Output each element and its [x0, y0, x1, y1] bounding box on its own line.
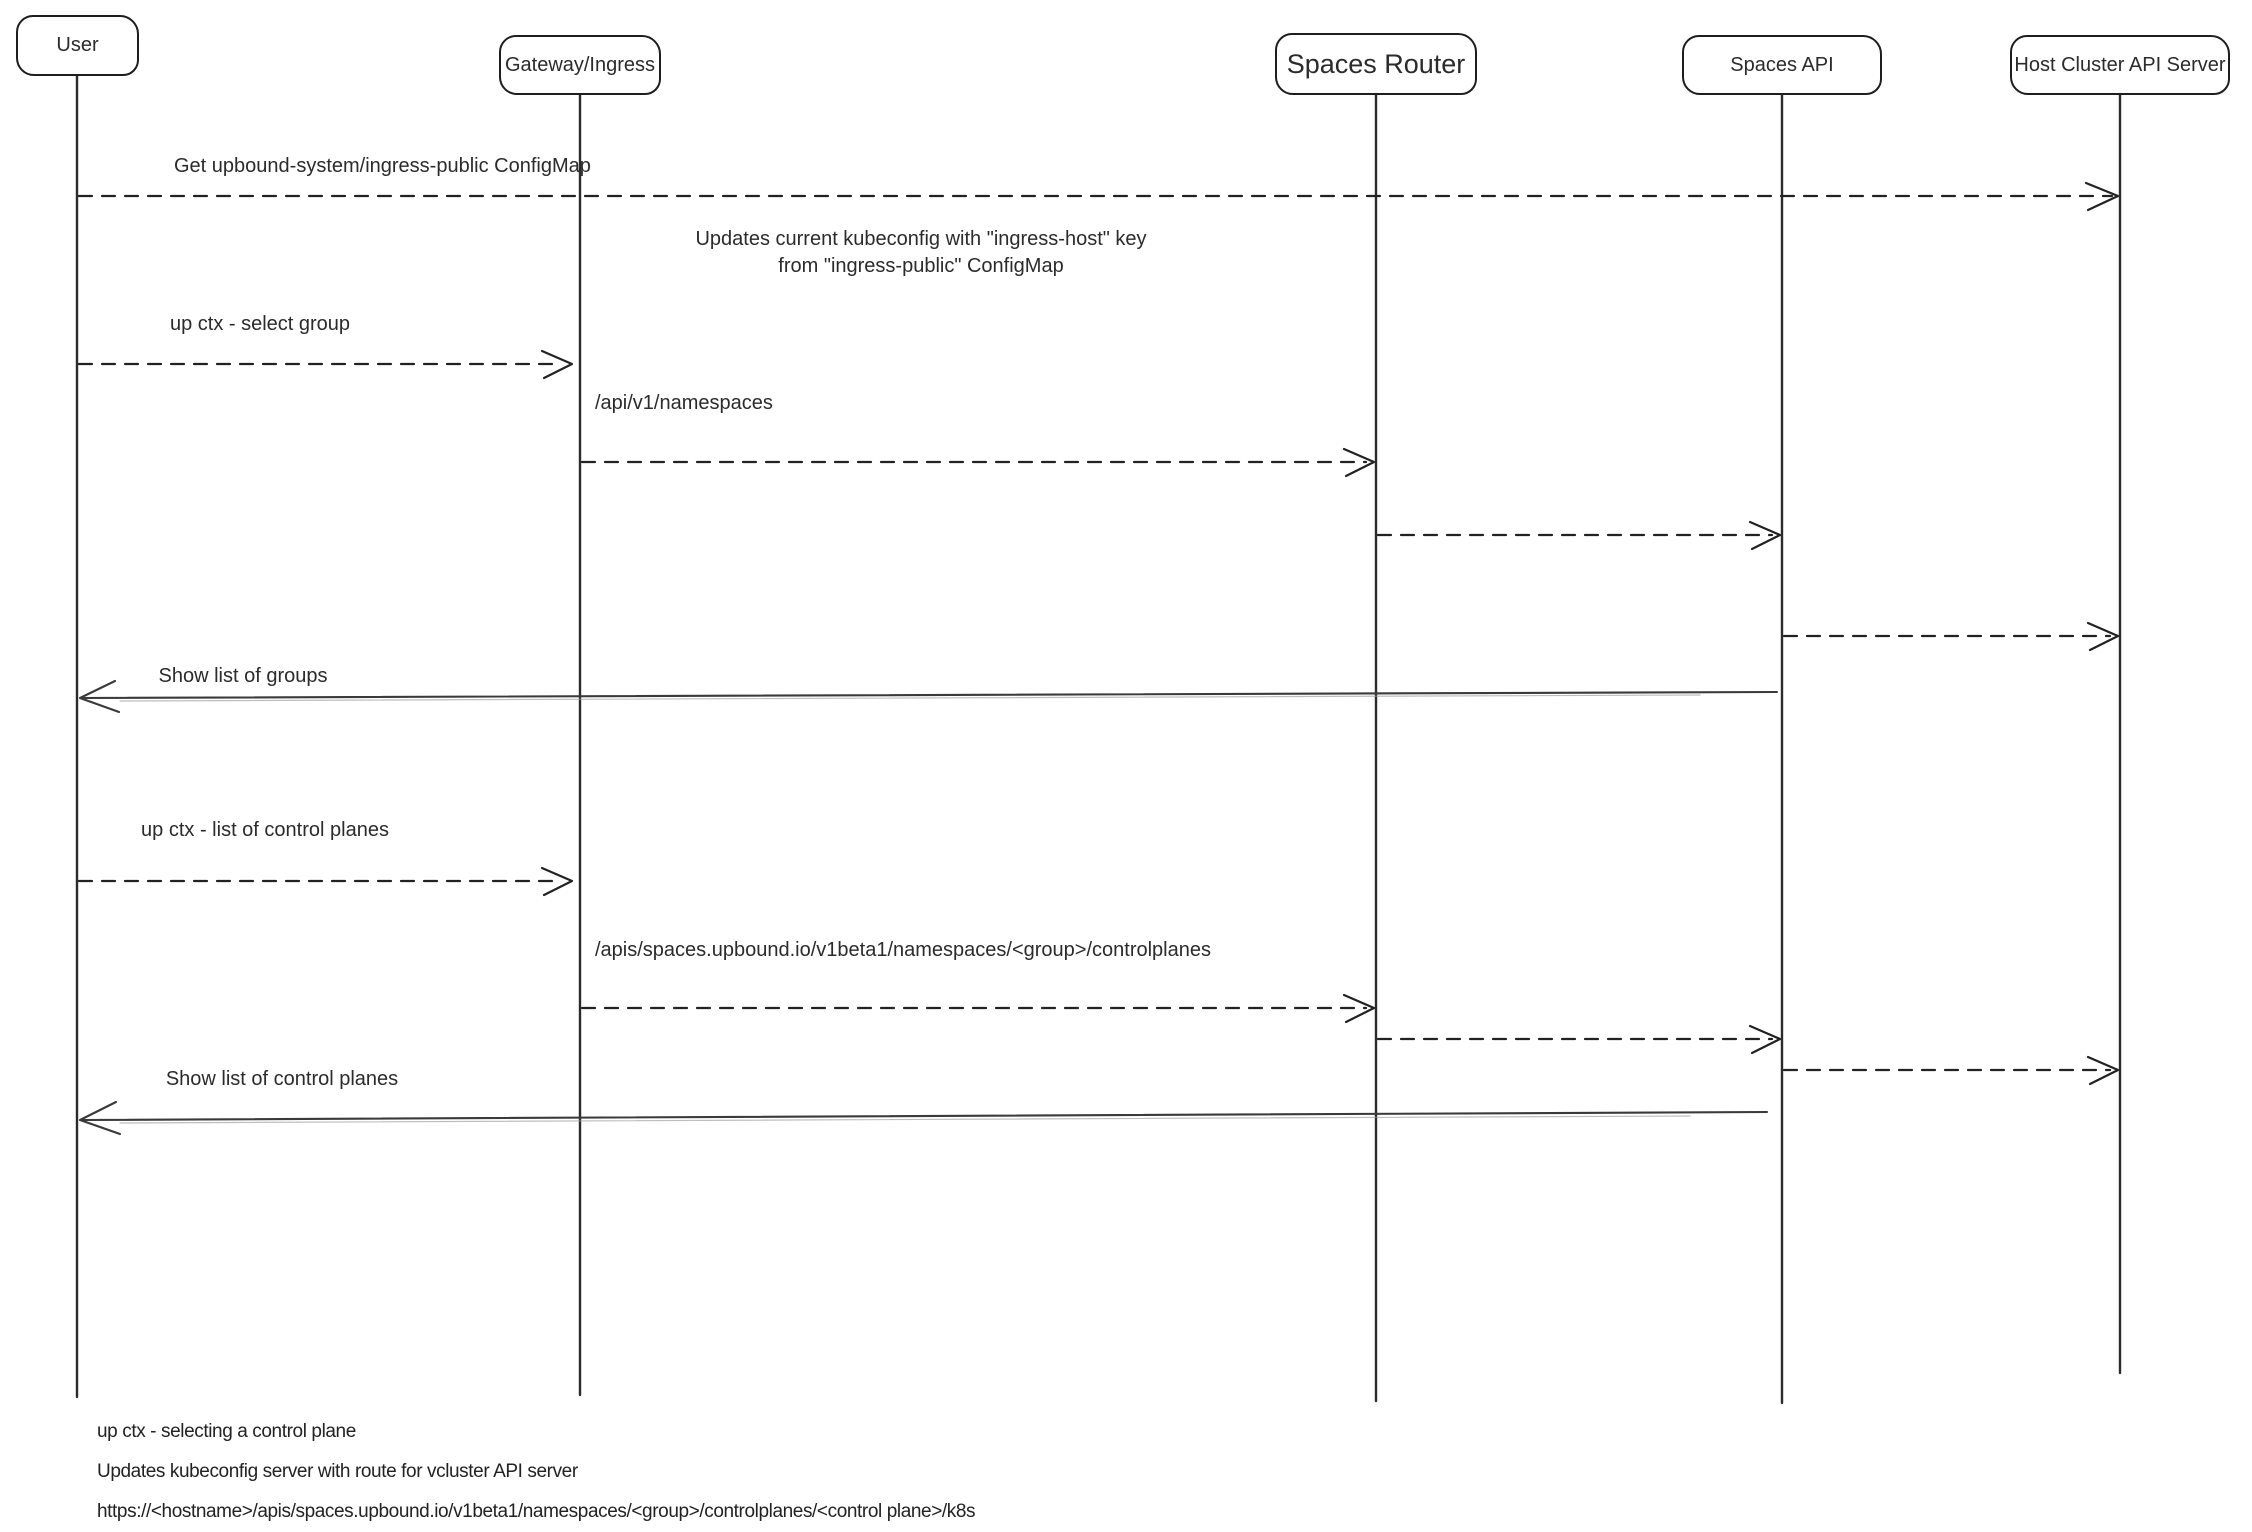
- actor-gateway: Gateway/Ingress: [499, 35, 661, 95]
- actor-host-cluster-label: Host Cluster API Server: [2014, 53, 2226, 76]
- arrow-select-group: [77, 349, 574, 380]
- arrow-router-to-api-2: [1376, 1024, 1782, 1055]
- arrow-list-control-planes: [77, 866, 574, 897]
- message-label-show-groups: Show list of groups: [158, 665, 328, 687]
- actor-host-cluster: Host Cluster API Server: [2010, 35, 2230, 95]
- footer-note-updates-kubeconfig: Updates kubeconfig server with route for…: [97, 1461, 578, 1482]
- actor-gateway-label: Gateway/Ingress: [504, 53, 656, 76]
- note-kubeconfig-line1: Updates current kubeconfig with "ingress…: [695, 228, 1147, 250]
- arrow-api-to-host-2: [1782, 1055, 2120, 1086]
- message-label-api-v1-namespaces: /api/v1/namespaces: [595, 392, 773, 414]
- actor-spaces-api-label: Spaces API: [1730, 53, 1834, 76]
- arrow-controlplanes-request: [580, 993, 1376, 1024]
- message-label-show-control-planes: Show list of control planes: [165, 1068, 399, 1090]
- message-label-select-group: up ctx - select group: [169, 313, 351, 335]
- footer-note-vcluster-url: https://<hostname>/apis/spaces.upbound.i…: [97, 1501, 976, 1522]
- arrow-show-control-planes: [78, 1100, 1769, 1136]
- arrow-router-to-api-1: [1376, 520, 1782, 551]
- actor-user: User: [16, 15, 139, 76]
- arrow-show-groups: [78, 679, 1779, 714]
- message-label-list-control-planes: up ctx - list of control planes: [141, 819, 389, 841]
- arrow-get-configmap: [77, 181, 2120, 212]
- note-kubeconfig-line2: from "ingress-public" ConfigMap: [778, 255, 1064, 277]
- message-label-get-configmap: Get upbound-system/ingress-public Config…: [174, 155, 591, 177]
- arrow-api-v1-namespaces: [580, 447, 1376, 478]
- arrow-api-to-host-1: [1782, 621, 2120, 652]
- note-kubeconfig-update: Updates current kubeconfig with "ingress…: [671, 226, 1171, 280]
- actor-spaces-router-label: Spaces Router: [1286, 48, 1466, 79]
- actor-spaces-router: Spaces Router: [1275, 33, 1477, 95]
- footer-note-selecting-control-plane: up ctx - selecting a control plane: [97, 1421, 356, 1442]
- message-label-controlplanes-request: /apis/spaces.upbound.io/v1beta1/namespac…: [595, 939, 1211, 961]
- actor-user-label: User: [56, 34, 99, 56]
- actor-spaces-api: Spaces API: [1682, 35, 1882, 95]
